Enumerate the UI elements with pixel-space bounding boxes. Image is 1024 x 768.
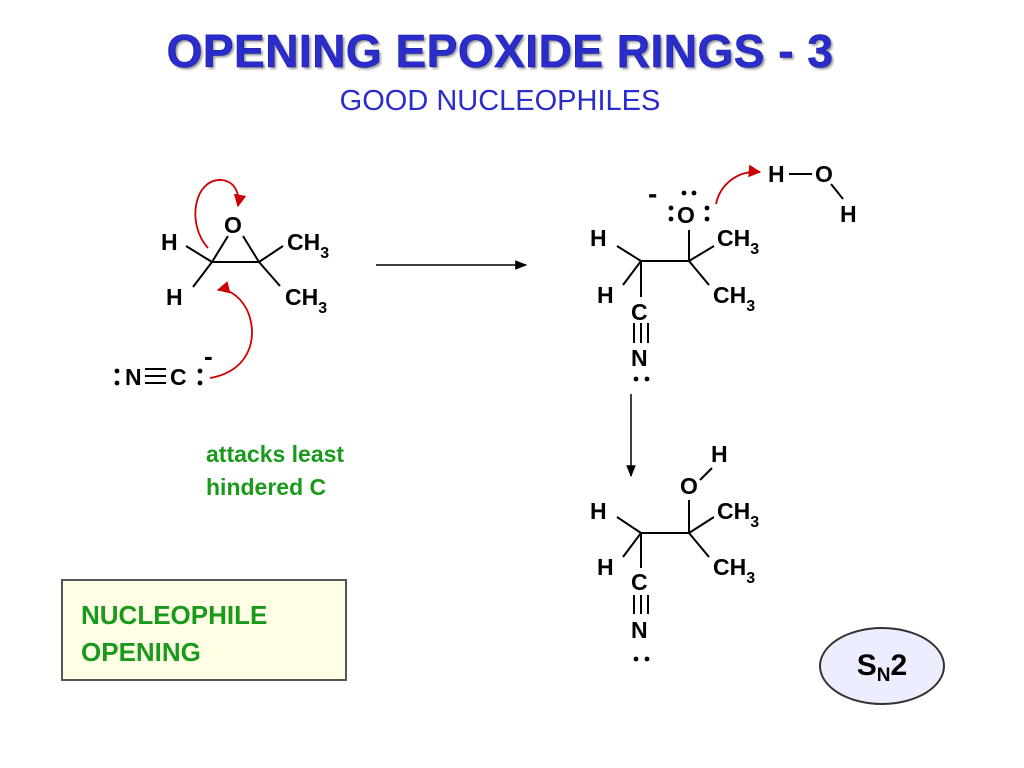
water-hydrogen-1: H bbox=[768, 161, 785, 187]
curly-arrow-bond-to-oxygen bbox=[194, 179, 247, 249]
lone-pair-dot bbox=[644, 656, 650, 662]
nucleophile-opening-box: NUCLEOPHILE OPENING bbox=[61, 579, 347, 681]
attack-note: attacks least hindered C bbox=[206, 438, 344, 504]
box-line1: NUCLEOPHILE bbox=[81, 600, 268, 630]
nitrile-carbon: C bbox=[631, 299, 648, 325]
intermediate-h-top: H bbox=[590, 225, 607, 251]
bond-c2-ch3-top bbox=[688, 516, 715, 534]
intermediate-ch3-top: CH3 bbox=[717, 225, 759, 258]
product-hydroxyl-h: H bbox=[711, 441, 728, 467]
bond-c1-h-bottom bbox=[622, 260, 642, 286]
product-ch3-bottom: CH3 bbox=[713, 554, 755, 587]
cyanide-ion: N C - bbox=[114, 341, 213, 390]
bond-c2-ch3-bottom bbox=[688, 260, 710, 286]
lone-pair-dot bbox=[704, 216, 710, 222]
epoxide-ch3-top: CH3 bbox=[287, 229, 329, 262]
lone-pair-dot bbox=[114, 368, 120, 374]
intermediate-ch3-bottom: CH3 bbox=[713, 282, 755, 315]
cyanide-nitrogen: N bbox=[125, 364, 142, 390]
product-nitrile-carbon: C bbox=[631, 569, 648, 595]
lone-pair-dot bbox=[704, 205, 710, 211]
water-hydrogen-2: H bbox=[840, 201, 857, 227]
water-molecule: H O H bbox=[768, 161, 857, 227]
epoxide-h-top: H bbox=[161, 229, 178, 255]
bond-o-h bbox=[830, 183, 844, 200]
lone-pair-dot bbox=[668, 205, 674, 211]
product-oxygen: O bbox=[680, 473, 698, 499]
product-h-top: H bbox=[590, 498, 607, 524]
attack-note-line2: hindered C bbox=[206, 474, 327, 500]
cyanide-charge: - bbox=[204, 341, 213, 371]
bond-ring-o-left bbox=[211, 235, 229, 263]
slide-subtitle: GOOD NUCLEOPHILES bbox=[339, 85, 661, 117]
lone-pair-dot bbox=[114, 380, 120, 386]
bond-o-h bbox=[699, 467, 713, 481]
nitrile-nitrogen: N bbox=[631, 345, 648, 371]
bond-c2-ch3-top bbox=[688, 245, 715, 262]
bond-c1-h-top bbox=[616, 245, 642, 262]
product-h-bottom: H bbox=[597, 554, 614, 580]
badge-sub: N bbox=[876, 665, 891, 686]
epoxide-molecule: O H H CH3 CH3 bbox=[161, 212, 329, 317]
lone-pair-dot bbox=[644, 376, 650, 382]
badge-num: 2 bbox=[890, 649, 908, 682]
epoxide-h-bottom: H bbox=[166, 284, 183, 310]
lone-pair-dot bbox=[633, 376, 639, 382]
bond-ring-o-right bbox=[242, 235, 260, 263]
product-nitrile-nitrogen: N bbox=[631, 617, 648, 643]
slide-title: OPENING EPOXIDE RINGS - 3 bbox=[166, 25, 834, 78]
intermediate-h-bottom: H bbox=[597, 282, 614, 308]
lone-pair-dot bbox=[197, 380, 203, 386]
epoxide-oxygen: O bbox=[224, 212, 242, 238]
lone-pair-dot bbox=[197, 368, 203, 374]
badge-s: S bbox=[856, 649, 877, 682]
curly-arrow-protonation bbox=[715, 164, 762, 205]
attack-note-line1: attacks least bbox=[206, 441, 345, 467]
sn2-badge: SN2 bbox=[819, 627, 945, 705]
product-ch3-top: CH3 bbox=[717, 498, 759, 531]
lone-pair-dot bbox=[691, 190, 697, 196]
lone-pair-dot bbox=[668, 216, 674, 222]
epoxide-ch3-bottom: CH3 bbox=[285, 284, 327, 317]
curly-arrow-nucleophile-attack bbox=[209, 281, 253, 379]
cyanide-carbon: C bbox=[170, 364, 187, 390]
alkoxide-oxygen: O bbox=[677, 202, 695, 228]
product-molecule: H O H H CH3 CH3 C N bbox=[590, 441, 759, 662]
water-oxygen: O bbox=[815, 161, 833, 187]
bond-c1-h-bottom bbox=[192, 261, 213, 288]
bond-c1-h-top bbox=[185, 245, 213, 263]
bond-c2-ch3-bottom bbox=[258, 261, 281, 287]
bond-c2-ch3-top bbox=[258, 245, 284, 263]
box-line2: OPENING bbox=[81, 637, 201, 667]
bond-c1-h-top bbox=[616, 516, 642, 534]
lone-pair-dot bbox=[681, 190, 687, 196]
alkoxide-intermediate: - O H H CH3 CH3 C N bbox=[590, 178, 759, 382]
alkoxide-charge: - bbox=[648, 178, 657, 209]
bond-c1-h-bottom bbox=[622, 532, 642, 558]
bond-c2-ch3-bottom bbox=[688, 532, 710, 558]
lone-pair-dot bbox=[633, 656, 639, 662]
